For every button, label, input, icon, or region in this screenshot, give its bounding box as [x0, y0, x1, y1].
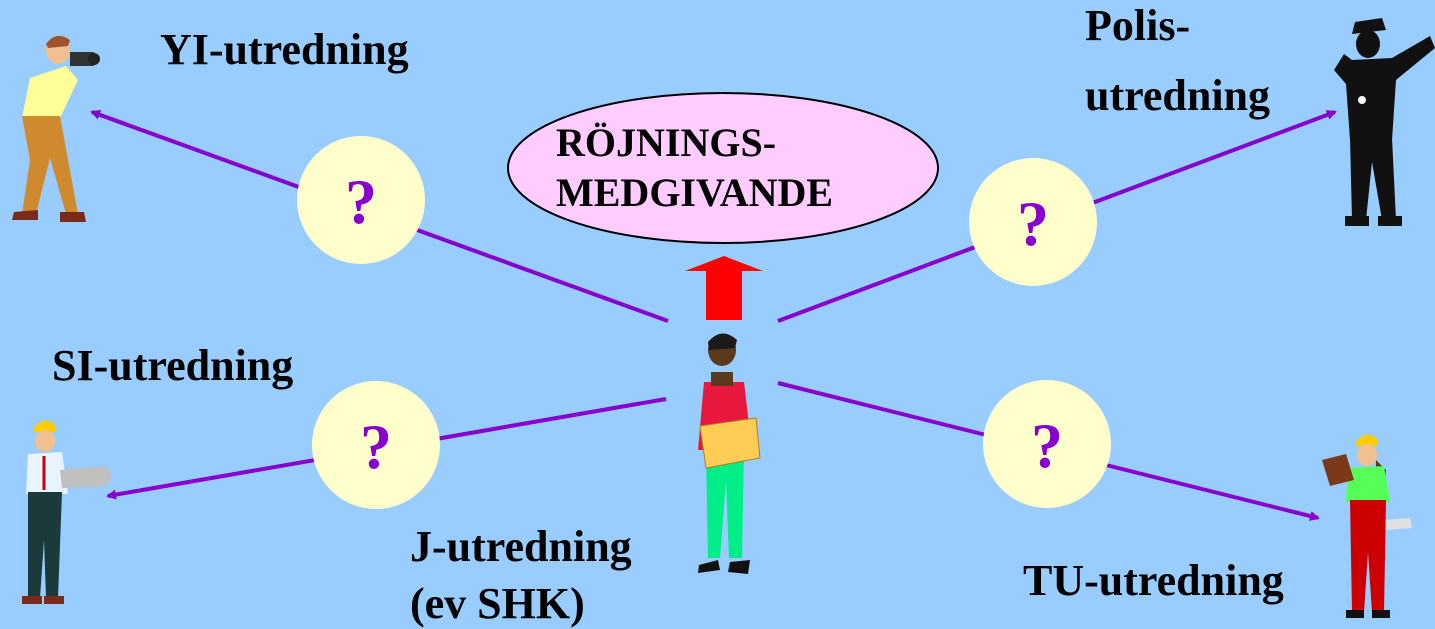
clearance-bubble: RÖJNINGS- MEDGIVANDE [507, 92, 939, 244]
label-si: SI-utredning [52, 341, 294, 390]
person-with-folder-icon [698, 333, 761, 574]
question-circle-si: ? [312, 381, 440, 509]
svg-text:?: ? [1017, 188, 1049, 259]
photographer-icon [12, 35, 100, 222]
label-yi: YI-utredning [160, 25, 409, 74]
up-arrow-icon [685, 256, 763, 320]
svg-text:?: ? [1031, 410, 1063, 481]
label-polis-line2: utredning [1085, 71, 1271, 120]
label-tu: TU-utredning [1023, 556, 1284, 605]
svg-text:MEDGIVANDE: MEDGIVANDE [556, 170, 833, 215]
label-center-line1: J-utredning [410, 522, 632, 571]
question-circle-polis: ? [969, 158, 1097, 286]
label-center-line2: (ev SHK) [410, 579, 585, 628]
svg-text:?: ? [345, 166, 377, 237]
svg-text:RÖJNINGS-: RÖJNINGS- [556, 120, 776, 165]
svg-text:?: ? [360, 411, 392, 482]
question-circle-yi: ? [297, 136, 425, 264]
question-circle-tu: ? [983, 380, 1111, 508]
worker-with-pipe-icon [22, 420, 111, 604]
worker-with-clipboard-icon [1322, 434, 1412, 618]
label-polis-line1: Polis- [1085, 1, 1191, 50]
police-officer-icon [1334, 18, 1435, 226]
